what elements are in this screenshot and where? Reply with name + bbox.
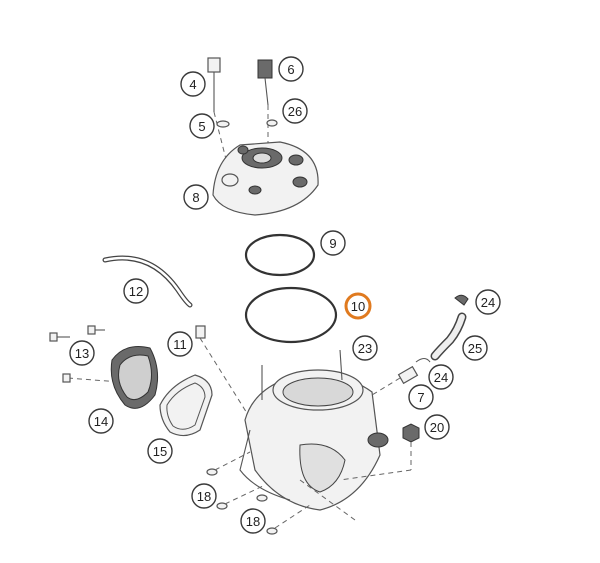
temperature-sensor — [257, 59, 273, 150]
callout-c8: 8 — [183, 184, 209, 210]
callout-circle — [278, 56, 304, 82]
callout-circle — [475, 289, 501, 315]
cylinder-studs — [206, 451, 311, 535]
callout-c23: 23 — [352, 335, 378, 361]
o-ring-inner — [244, 286, 338, 344]
callout-circle — [191, 483, 217, 509]
callout-c5: 5 — [189, 113, 215, 139]
callout-circle — [69, 340, 95, 366]
callout-number: 14 — [94, 414, 108, 429]
callout-number: 23 — [358, 341, 372, 356]
callout-circle — [282, 98, 308, 124]
cover-bolts — [49, 325, 121, 383]
callout-c24b: 24 — [428, 364, 454, 390]
callout-number: 10 — [351, 299, 365, 314]
callout-circle — [88, 408, 114, 434]
callout-circle — [428, 364, 454, 390]
callout-number: 15 — [153, 444, 167, 459]
callout-c20: 20 — [424, 414, 450, 440]
callout-circle — [147, 438, 173, 464]
callout-circle — [344, 292, 372, 320]
callout-c9: 9 — [320, 230, 346, 256]
washer — [216, 120, 230, 128]
callout-labels: 4 6 5 26 8 9 10 12 24 25 11 13 23 24 7 14 20 15 18 18 — [69, 56, 501, 534]
o-ring-outer — [244, 233, 316, 277]
valve-cover — [159, 374, 213, 437]
callout-number: 5 — [198, 119, 205, 134]
coolant-hose — [430, 312, 467, 361]
callout-c4: 4 — [180, 71, 206, 97]
callout-number: 26 — [288, 104, 302, 119]
callout-number: 24 — [434, 370, 448, 385]
cylinder-head-group — [207, 57, 319, 216]
callout-number: 20 — [430, 420, 444, 435]
callout-c10: 10 — [344, 292, 372, 320]
sensor-washer — [266, 119, 278, 127]
breather-hose — [102, 255, 193, 308]
callout-c26: 26 — [282, 98, 308, 124]
callout-circle — [167, 331, 193, 357]
callout-c12: 12 — [123, 278, 149, 304]
clamp-lower — [415, 357, 431, 363]
callout-c25: 25 — [462, 335, 488, 361]
callout-c18a: 18 — [191, 483, 217, 509]
callout-circle — [240, 508, 266, 534]
callout-c15: 15 — [147, 438, 173, 464]
callout-c18b: 18 — [240, 508, 266, 534]
callout-circle — [183, 184, 209, 210]
callout-number: 13 — [75, 346, 89, 361]
callout-c7: 7 — [408, 384, 434, 410]
nut — [339, 423, 420, 481]
callout-number: 12 — [129, 284, 143, 299]
callout-number: 11 — [173, 337, 187, 352]
callout-number: 6 — [287, 62, 294, 77]
cylinder-head — [212, 141, 319, 216]
callout-number: 8 — [192, 190, 199, 205]
callout-circle — [189, 113, 215, 139]
callout-number: 24 — [481, 295, 495, 310]
callout-c11: 11 — [167, 331, 193, 357]
stud-screw — [195, 325, 251, 419]
callout-circle — [320, 230, 346, 256]
callout-number: 4 — [189, 77, 196, 92]
callout-number: 25 — [468, 341, 482, 356]
callout-c14: 14 — [88, 408, 114, 434]
callout-circle — [123, 278, 149, 304]
callout-circle — [462, 335, 488, 361]
callout-number: 7 — [417, 390, 424, 405]
cylinder-body — [239, 349, 389, 521]
callout-circle — [352, 335, 378, 361]
callout-number: 18 — [246, 514, 260, 529]
callout-c6: 6 — [278, 56, 304, 82]
callout-circle — [424, 414, 450, 440]
fitting — [371, 365, 419, 396]
callout-circle — [180, 71, 206, 97]
callout-c13: 13 — [69, 340, 95, 366]
callout-c24a: 24 — [475, 289, 501, 315]
callout-circle — [408, 384, 434, 410]
callout-number: 9 — [329, 236, 336, 251]
clamp-upper — [454, 294, 469, 306]
callout-number: 18 — [197, 489, 211, 504]
